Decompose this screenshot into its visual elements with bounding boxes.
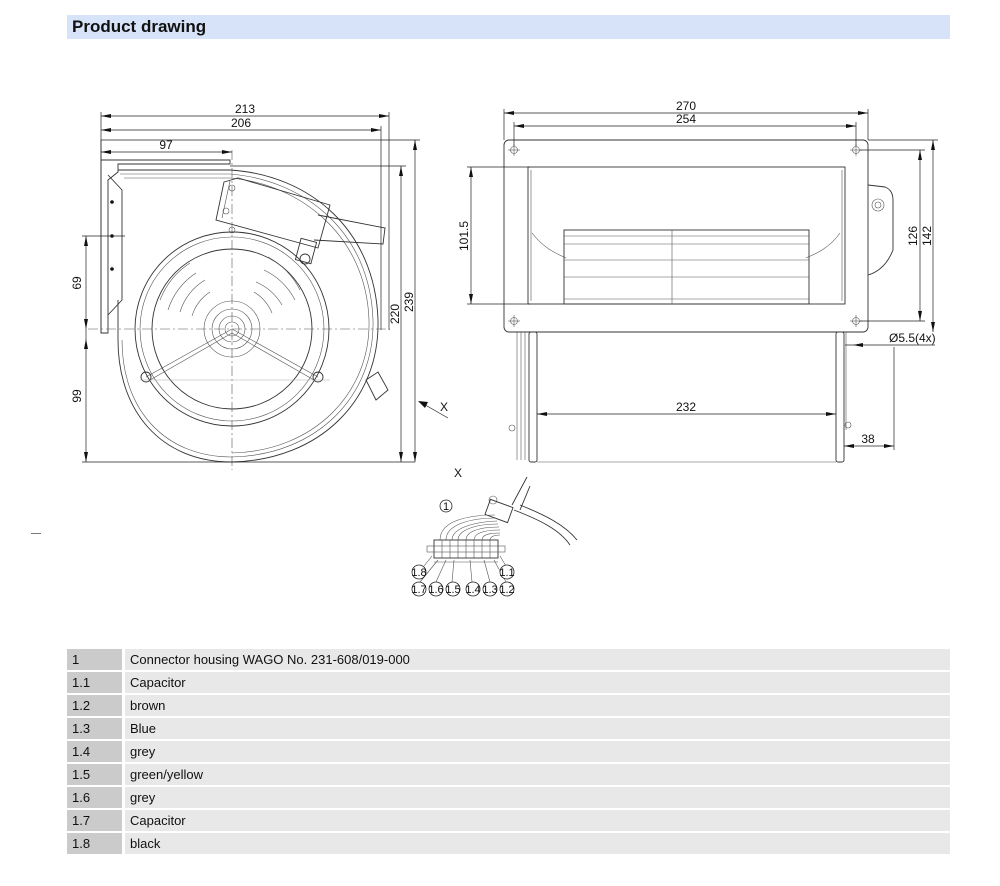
dimension-232: 232 — [537, 400, 836, 416]
row-value: grey — [122, 741, 950, 762]
dimension-213: 213 — [100, 102, 390, 330]
scroll-side — [508, 331, 852, 463]
cable-box — [215, 177, 386, 265]
callout-1-4: 1.4 — [465, 584, 480, 596]
flange-plate — [503, 139, 869, 333]
row-value: Capacitor — [122, 810, 950, 831]
rivet-dot — [110, 267, 114, 271]
row-key: 1.7 — [67, 810, 122, 831]
dimension-239: 239 — [101, 139, 420, 462]
callout-1-6: 1.6 — [428, 584, 443, 596]
mounting-plate-outline — [100, 140, 231, 334]
outlet-opening — [527, 166, 846, 305]
detail-x: X 1 1.8 1.1 1.7 1.6 1 — [411, 466, 578, 597]
detail-x-title: X — [454, 466, 462, 480]
row-key: 1 — [67, 649, 122, 670]
side-connector — [365, 371, 389, 401]
dim-hole-diameter-label: Ø5.5(4x) — [889, 331, 936, 345]
dim-38-label: 38 — [861, 432, 875, 446]
dim-97-label: 97 — [159, 138, 173, 152]
dimension-142: 142 — [868, 139, 938, 332]
callout-1-7: 1.7 — [411, 584, 426, 596]
dimension-126: 126 — [860, 149, 925, 322]
impeller-blades — [563, 229, 810, 305]
dim-69-label: 69 — [70, 276, 84, 290]
dimension-38: 38 — [844, 347, 895, 450]
callout-1-5: 1.5 — [445, 584, 460, 596]
dim-239-label: 239 — [402, 292, 416, 312]
product-drawing: 213 206 97 69 99 — [70, 99, 938, 597]
scroll-housing — [117, 169, 379, 463]
row-value: Capacitor — [122, 672, 950, 693]
row-value: Blue — [122, 718, 950, 739]
dim-206-label: 206 — [231, 116, 251, 130]
mounting-holes — [508, 144, 862, 327]
dim-142-label: 142 — [920, 226, 934, 246]
row-value: grey — [122, 787, 950, 808]
callout-1: 1 — [443, 501, 449, 513]
dim-254-label: 254 — [676, 112, 696, 126]
section-title: Product drawing — [72, 17, 207, 36]
motor-housing — [867, 184, 894, 276]
callout-1-1: 1.1 — [499, 567, 514, 579]
dim-101-5-label: 101.5 — [457, 221, 471, 251]
row-key: 1.5 — [67, 764, 122, 785]
rivet-dot — [110, 200, 114, 204]
dimension-99: 99 — [70, 329, 415, 463]
row-key: 1.8 — [67, 833, 122, 854]
side-view: 213 206 97 69 99 — [70, 102, 449, 470]
dimension-97: 97 — [101, 138, 232, 154]
view-x-label: X — [440, 400, 448, 414]
callout-1-2: 1.2 — [499, 584, 514, 596]
side-flange — [107, 174, 123, 316]
section-header: Product drawing — [67, 15, 950, 39]
dim-99-label: 99 — [70, 389, 84, 403]
row-value: green/yellow — [122, 764, 950, 785]
dimension-hole-diameter: Ø5.5(4x) — [845, 331, 936, 347]
dim-270-label: 270 — [676, 99, 696, 113]
dimension-69: 69 — [70, 235, 125, 329]
dimension-220: 220 — [230, 165, 406, 462]
callout-1-8: 1.8 — [411, 567, 426, 579]
row-key: 1.2 — [67, 695, 122, 716]
dim-213-label: 213 — [235, 102, 255, 116]
row-key: 1.3 — [67, 718, 122, 739]
callout-1-3: 1.3 — [482, 584, 497, 596]
front-view: 270 254 101.5 126 — [457, 99, 938, 463]
row-key: 1.1 — [67, 672, 122, 693]
row-value: black — [122, 833, 950, 854]
row-value: brown — [122, 695, 950, 716]
callout-circle — [439, 499, 453, 513]
dimension-206: 206 — [101, 116, 382, 330]
dim-126-label: 126 — [906, 226, 920, 246]
row-value: Connector housing WAGO No. 231-608/019-0… — [122, 649, 950, 670]
dim-220-label: 220 — [388, 304, 402, 324]
divider-mark — [31, 533, 41, 534]
dimension-101-5: 101.5 — [457, 166, 530, 305]
dimension-270: 270 — [503, 99, 869, 140]
dimension-254: 254 — [513, 112, 857, 146]
dim-232-label: 232 — [676, 400, 696, 414]
row-key: 1.4 — [67, 741, 122, 762]
row-key: 1.6 — [67, 787, 122, 808]
view-x-marker: X — [418, 400, 449, 419]
